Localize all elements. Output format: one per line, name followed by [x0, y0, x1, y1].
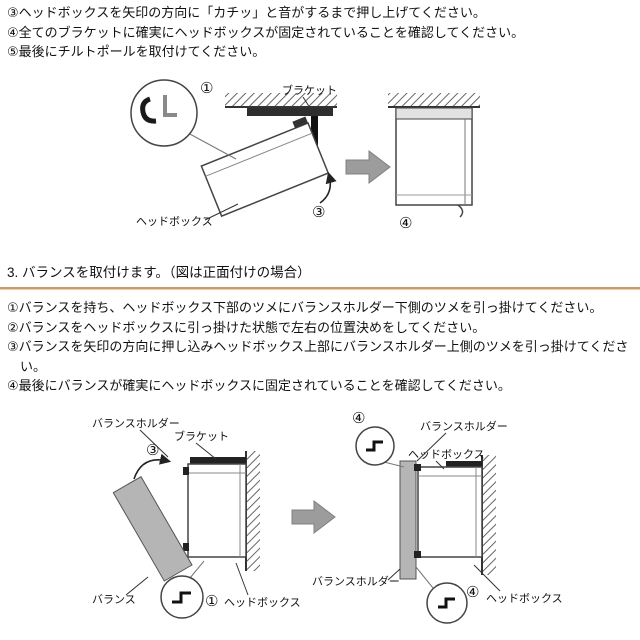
- valance-attached-view: [399, 455, 496, 580]
- leader-line: [416, 432, 447, 462]
- bracket-front-hook: [311, 116, 318, 156]
- headbox-tilt-view: [200, 93, 337, 218]
- hook-detail-top-right: [355, 426, 405, 468]
- holder-bottom-tab: [414, 551, 421, 558]
- step4-badge-top: ④: [352, 410, 365, 427]
- tilt-pole-hook: [457, 204, 464, 218]
- section-divider: [0, 287, 640, 290]
- bracket-label: ブラケット: [174, 429, 229, 443]
- headbox-top-label-group: ヘッドボックス: [408, 448, 485, 470]
- leader-line: [125, 576, 149, 596]
- wall-hatch: [246, 451, 260, 571]
- bracket-plate: [446, 461, 482, 469]
- detail-leader-line: [383, 461, 405, 468]
- step1-badge: ①: [200, 80, 213, 97]
- step4-badge-bottom: ④: [466, 584, 479, 601]
- leader-line: [195, 442, 217, 460]
- balance-holder-top-label-group: バランスホルダー: [416, 419, 508, 462]
- balance-holder-bottom-label-group: バランスホルダー: [312, 568, 401, 588]
- bracket-leader-line: [302, 96, 313, 112]
- balance-holder-label-group: バランスホルダー: [92, 416, 180, 458]
- headbox-bottom-tab: [183, 543, 189, 551]
- balance-label: バランス: [92, 593, 136, 606]
- headbox-label-group: ヘッドボックス: [136, 203, 239, 228]
- balance-holder-label: バランスホルダー: [312, 574, 400, 588]
- push-up-arrow: [319, 171, 337, 204]
- headbox-body: [200, 122, 330, 218]
- push-in-arrow: [133, 453, 172, 480]
- leader-line: [235, 562, 249, 596]
- leader-line: [473, 564, 501, 592]
- headbox-tilted: [200, 116, 330, 218]
- valance-board-tilted: [112, 475, 193, 582]
- hook-detail-bottom-right: [415, 566, 468, 624]
- headbox-body: [187, 463, 247, 558]
- headbox-rear-lip: [292, 116, 308, 129]
- headbox-leader-line: [204, 203, 239, 221]
- headbox-label: ヘッドボックス: [486, 592, 563, 605]
- ceiling-hatch: [388, 93, 480, 107]
- headbox-bottom-label-group: ヘッドボックス: [473, 564, 563, 605]
- detail-leader-line: [189, 560, 205, 579]
- headbox-label: ヘッドボックス: [224, 596, 301, 609]
- hook-profile: [366, 440, 383, 452]
- bracket-rail: [395, 107, 473, 120]
- hook-profile-dark: [140, 96, 157, 124]
- hook-detail-circle: [130, 79, 237, 160]
- instruction-line-3: ③バランスを矢印の方向に押し込みヘッドボックス上部にバランスホルダー上側のツメを…: [7, 339, 629, 374]
- step1-badge: ①: [205, 593, 218, 610]
- step3-badge: ③: [312, 204, 325, 221]
- bracket-label: ブラケット: [282, 83, 337, 97]
- detail-leader-line: [187, 132, 237, 160]
- leader-line: [387, 568, 401, 581]
- bracket-plate: [190, 457, 246, 464]
- instruction-line-1: ①バランスを持ち、ヘッドボックス下部のツメにバランスホルダー下側のツメを引っ掛け…: [7, 300, 603, 315]
- headbox-label: ヘッドボックス: [136, 215, 213, 228]
- headbox-installed-view: [388, 93, 480, 218]
- bracket-rail: [247, 108, 333, 116]
- next-step-arrow: [345, 149, 391, 185]
- holder-top-tab: [414, 464, 421, 471]
- bracket-label-group: ブラケット: [174, 429, 229, 460]
- section3-heading: 3. バランスを取付けます。（図は正面付けの場合）: [7, 265, 311, 280]
- headbox-label-group: ヘッドボックス: [224, 562, 301, 609]
- detail-leader-line: [415, 566, 434, 589]
- hook-profile: [438, 597, 455, 609]
- instruction-line-4: ④最後にバランスが確実にヘッドボックスに固定されていることを確認してください。: [7, 378, 511, 393]
- headbox-label: ヘッドボックス: [408, 448, 485, 461]
- ceiling-hatch: [225, 93, 337, 107]
- step3-badge: ③: [146, 442, 159, 459]
- wall-hatch: [482, 455, 496, 575]
- next-step-arrow: [291, 499, 336, 535]
- instruction-line-4: ④全てのブラケットに確実にヘッドボックスが固定されていることを確認してください。: [7, 24, 525, 40]
- balance-label-group: バランス: [92, 576, 149, 606]
- step4-badge: ④: [399, 215, 412, 232]
- headbox-install-diagram: ① ブラケット ③ ヘッドボックス ④: [130, 79, 480, 232]
- leader-line: [435, 460, 445, 470]
- balance-holder-label: バランスホルダー: [92, 416, 180, 430]
- balance-holder-label: バランスホルダー: [420, 419, 508, 433]
- headbox-body: [395, 107, 473, 206]
- hook-detail-bottom-left: [160, 560, 205, 619]
- headbox-profile-line: [205, 132, 313, 177]
- hook-profile: [172, 591, 191, 604]
- bracket-label-group: ブラケット: [282, 83, 337, 112]
- step2-instructions: ③ヘッドボックスを矢印の方向に「カチッ」と音がするまで押し上げてください。 ④全…: [7, 3, 637, 62]
- valance-install-diagram: バランスホルダー ③ ブラケット バランス ① ヘッドボックス: [92, 410, 563, 624]
- headbox-body: [417, 466, 483, 558]
- instruction-line-5: ⑤最後にチルトポールを取付けてください。: [7, 44, 266, 59]
- valance-attach-view: [112, 451, 260, 582]
- valance-board-fixed: [399, 460, 417, 580]
- leader-line: [139, 429, 169, 458]
- section3-instructions: ①バランスを持ち、ヘッドボックス下部のツメにバランスホルダー下側のツメを引っ掛け…: [7, 298, 636, 396]
- hook-profile-gray: [163, 95, 177, 117]
- headbox-top-tab: [183, 467, 189, 475]
- instruction-line-3: ③ヘッドボックスを矢印の方向に「カチッ」と音がするまで押し上げてください。: [7, 5, 486, 20]
- instruction-line-2: ②バランスをヘッドボックスに引っ掛けた状態で左右の位置決めをしてください。: [7, 319, 486, 335]
